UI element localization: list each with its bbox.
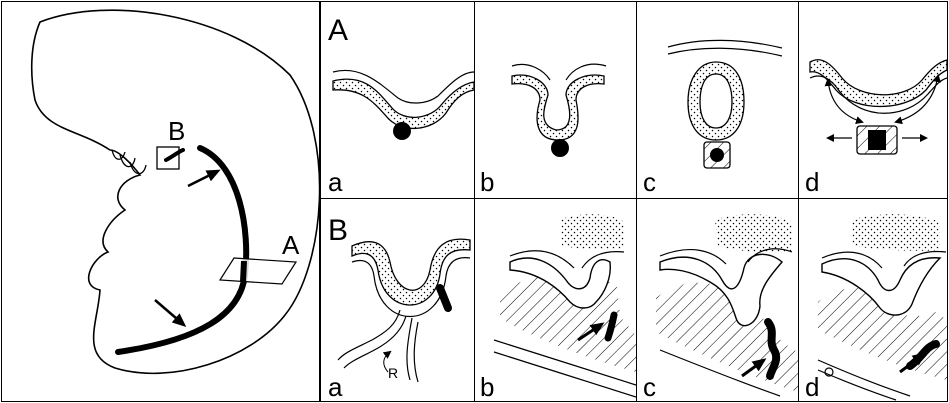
panel-a-a: a	[328, 70, 474, 197]
neural-tube	[118, 148, 246, 352]
hatched-mesoderm	[656, 283, 798, 392]
vessel-wall-right	[407, 318, 418, 382]
neural-plate	[333, 79, 474, 128]
arrow-upper	[188, 171, 218, 186]
marker-b-label: B	[168, 116, 185, 146]
neural-crest	[440, 288, 448, 308]
marker-a-label: A	[282, 230, 300, 260]
panel-b-a-label: a	[328, 372, 343, 402]
neural-crest	[768, 322, 776, 376]
panel-b-c-label: c	[643, 372, 656, 402]
ectoderm-line	[352, 258, 470, 317]
panel-a-b-label: b	[480, 167, 494, 197]
panel-a-c-label: c	[643, 167, 656, 197]
neural-groove	[512, 75, 604, 140]
region-marker-a	[220, 258, 296, 284]
embryo-overview: B A	[32, 10, 320, 373]
panel-a-a-label: a	[328, 167, 343, 197]
neural-fold	[352, 239, 470, 305]
panel-a-d: d	[805, 60, 947, 197]
row-a-heading: A	[328, 14, 348, 47]
ectoderm-line	[668, 40, 782, 48]
panel-b-c: c	[643, 214, 798, 402]
notochord	[868, 130, 886, 150]
panel-a-c: c	[643, 40, 782, 197]
neural-tube	[688, 62, 744, 140]
panel-a-d-label: d	[805, 167, 819, 197]
neural-plate	[810, 60, 947, 107]
notochord	[710, 148, 724, 162]
vessel-wall-left	[338, 310, 406, 368]
region-a-tube	[243, 261, 244, 282]
body-wall-lines	[818, 360, 910, 400]
stippled-region	[560, 214, 624, 249]
ectoderm-line-inner	[668, 48, 782, 56]
panel-b-b: b	[480, 214, 636, 402]
panel-b-d-label: d	[805, 372, 819, 402]
r-annotation: R	[388, 365, 398, 381]
panel-b-d: d	[805, 214, 947, 402]
panel-a-b: b	[480, 64, 606, 197]
panel-b-b-label: b	[480, 372, 494, 402]
stippled-region	[852, 214, 940, 251]
row-b-heading: B	[328, 214, 348, 247]
stippled-region	[715, 214, 792, 253]
panel-b-a: R a	[328, 239, 470, 402]
notochord	[393, 122, 411, 140]
arrow-lower	[155, 300, 184, 325]
notochord	[551, 139, 569, 157]
